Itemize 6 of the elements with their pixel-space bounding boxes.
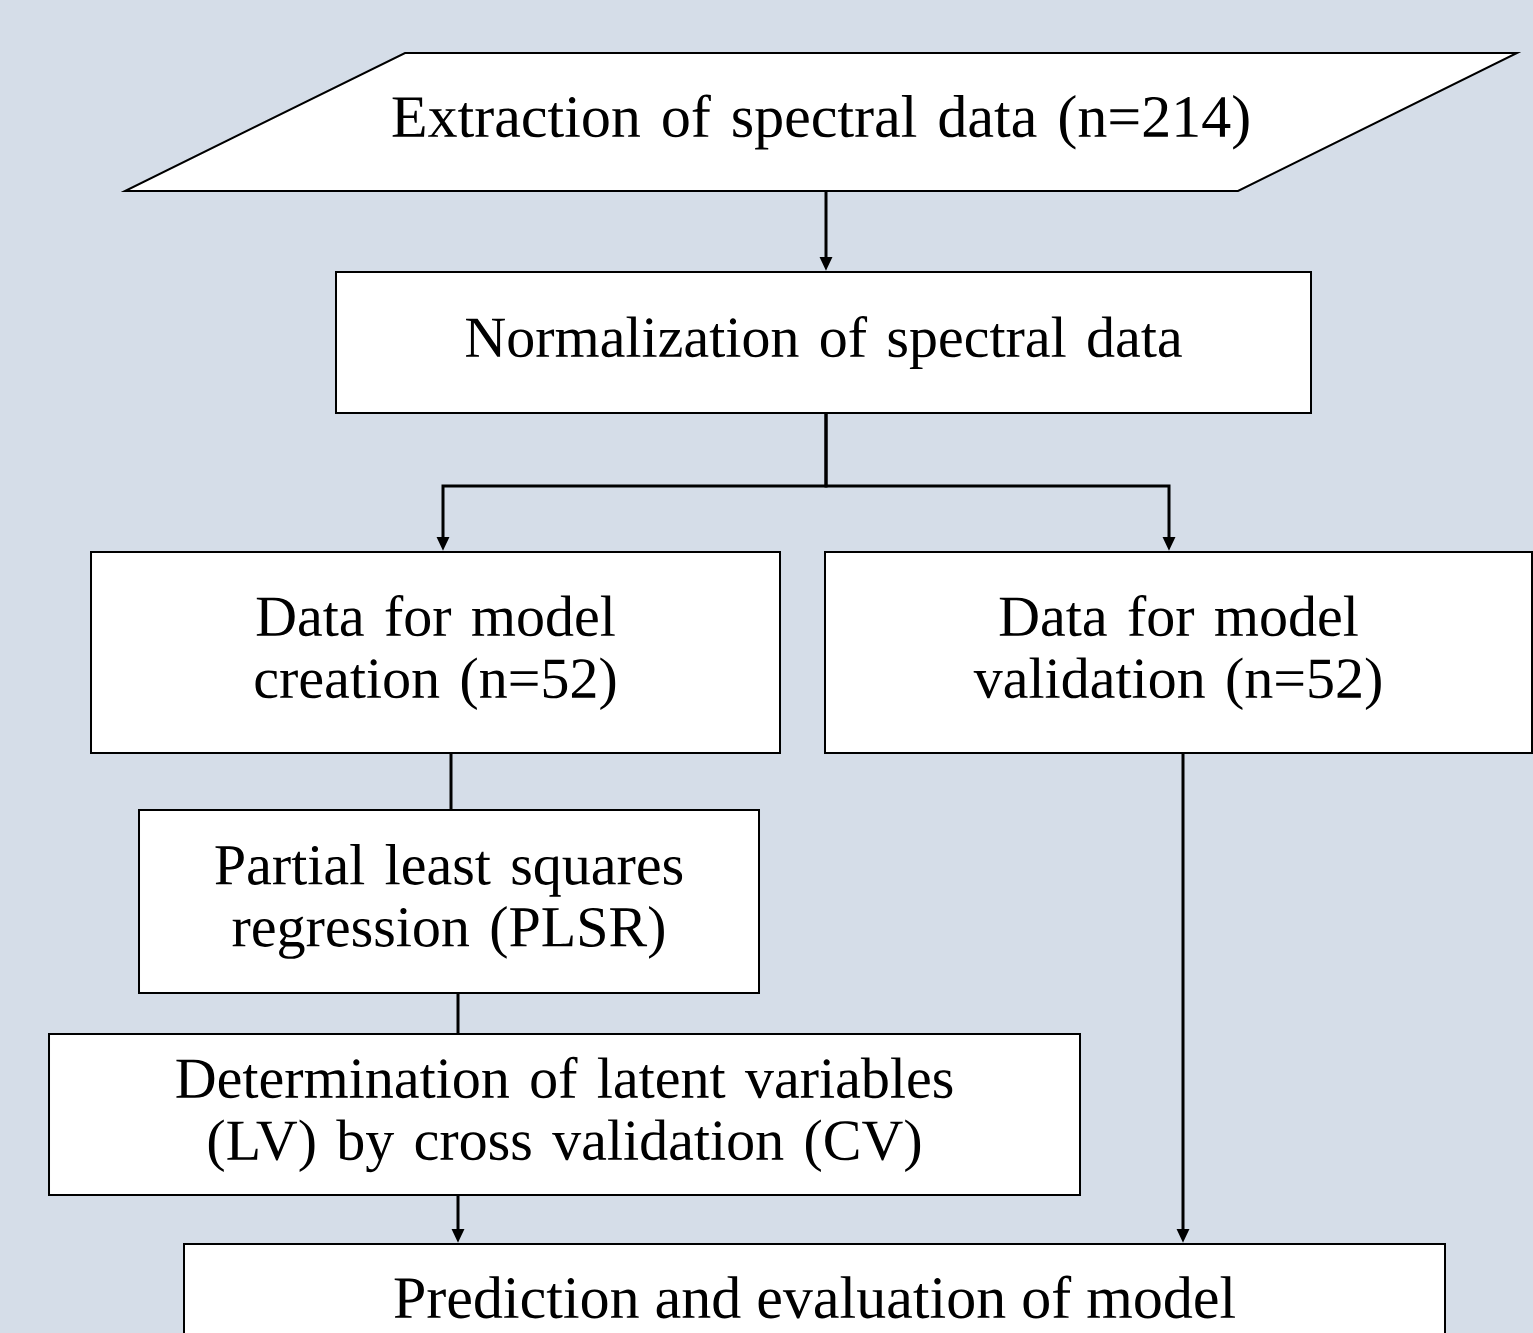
process-box: Prediction and evaluation of model bbox=[183, 1243, 1446, 1333]
process-box: Normalization of spectral data bbox=[335, 271, 1312, 414]
process-box: Data for model validation (n=52) bbox=[824, 551, 1533, 754]
process-box: Data for model creation (n=52) bbox=[90, 551, 781, 754]
process-box: Determination of latent variables (LV) by cross validation (CV) bbox=[48, 1033, 1081, 1196]
process-box: Partial least squares regression (PLSR) bbox=[138, 809, 760, 994]
